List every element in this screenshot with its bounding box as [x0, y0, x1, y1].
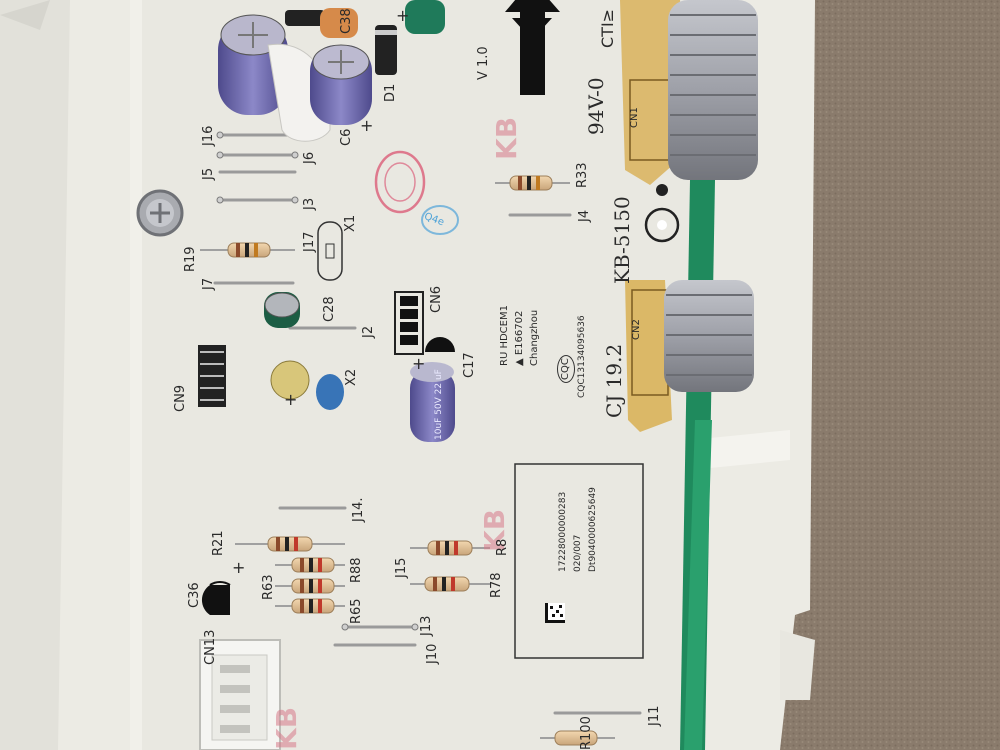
- resistors: [200, 175, 615, 746]
- ref-cn6: CN6: [429, 285, 444, 313]
- ref-j14: J14.: [351, 497, 366, 522]
- wire-harness-cn1: [668, 0, 758, 180]
- ref-r88: R88: [349, 557, 364, 583]
- ref-d1: D1: [383, 83, 398, 102]
- ul-city-text: Changzhou: [529, 309, 540, 366]
- cqc-logo: CQC: [557, 355, 575, 383]
- blue-qc-stamp: [421, 205, 459, 235]
- label-line-1: Dt9040000625649: [588, 487, 598, 572]
- flame-rating-text: 94V-0: [584, 77, 608, 135]
- jumper-wires: [213, 133, 642, 715]
- ref-x1: X1: [343, 214, 358, 232]
- cqc-number-text: CQC13134095636: [577, 315, 587, 398]
- crystal-x1: [317, 221, 343, 281]
- ref-r19: R19: [183, 246, 198, 272]
- ref-c36: C36: [187, 582, 202, 608]
- version-text: V 1.0: [476, 46, 491, 80]
- plus-sign-c6: +: [360, 116, 374, 135]
- ref-r63: R63: [261, 574, 276, 600]
- ref-x2: X2: [344, 368, 359, 386]
- plus-sign-c4: +: [284, 390, 298, 409]
- wire-harness-cn2: [664, 280, 754, 392]
- ref-j11: J11: [647, 705, 662, 726]
- ref-j17: J17: [302, 231, 317, 252]
- label-line-3: 17228000000283: [558, 491, 568, 572]
- ref-j2: J2: [361, 325, 376, 338]
- capacitor-c17: [410, 370, 455, 442]
- ref-j5: J5: [201, 167, 216, 180]
- ref-j7: J7: [201, 277, 216, 290]
- ref-c38: C38: [339, 8, 354, 34]
- ref-j13: J13: [419, 615, 434, 636]
- ref-c28: C28: [322, 296, 337, 322]
- ref-cn1: CN1: [629, 107, 640, 128]
- ref-r65: R65: [349, 598, 364, 624]
- plus-sign-top: +: [396, 6, 410, 25]
- ref-j3: J3: [302, 197, 317, 210]
- cti-text: CTI≥: [598, 8, 617, 48]
- ref-r8: R8: [495, 538, 510, 556]
- ref-j16: J16: [201, 125, 216, 146]
- datamatrix-code: [545, 603, 565, 623]
- board-revision-text: CJ 19.2: [602, 343, 626, 418]
- plus-sign-c17: +: [412, 354, 426, 373]
- capacitor-c4: [270, 360, 310, 400]
- housing-clip: [690, 430, 790, 470]
- red-qc-stamp: [374, 150, 426, 214]
- ref-r33: R33: [575, 162, 590, 188]
- kb-stamp-bottom: KB: [270, 706, 303, 750]
- label-box: [514, 463, 644, 659]
- plus-sign-c36: +: [232, 558, 246, 577]
- c17-rating-print: 10uF 50V 22 uF: [434, 369, 444, 440]
- diode-d1: [375, 25, 397, 75]
- capacitor-c36: [201, 585, 230, 615]
- ref-r100: R100: [579, 716, 594, 750]
- ref-r21: R21: [211, 530, 226, 556]
- large-capacitors: [218, 0, 445, 142]
- kb-stamp-top: KB: [490, 116, 523, 160]
- ref-cn13: CN13: [203, 629, 218, 665]
- ref-r78: R78: [489, 572, 504, 598]
- ref-c17: C17: [462, 352, 477, 378]
- housing-left-wall: [0, 0, 70, 750]
- ul-file-text: ▲ E166702: [514, 310, 525, 366]
- ul-mark-text: RU HDCEM1: [499, 305, 510, 366]
- resonator-x2: [316, 374, 344, 410]
- ref-j15: J15: [394, 557, 409, 578]
- board-model-text: KB-5150: [610, 196, 634, 284]
- ref-cn2: CN2: [631, 319, 642, 340]
- header-cn6: [394, 291, 424, 355]
- ref-cn9: CN9: [173, 384, 188, 412]
- ref-j4: J4: [577, 209, 592, 222]
- ref-j6: J6: [302, 151, 317, 164]
- label-line-2: 020/007: [573, 534, 583, 572]
- ref-c6: C6: [339, 128, 354, 146]
- ref-j10: J10: [425, 643, 440, 664]
